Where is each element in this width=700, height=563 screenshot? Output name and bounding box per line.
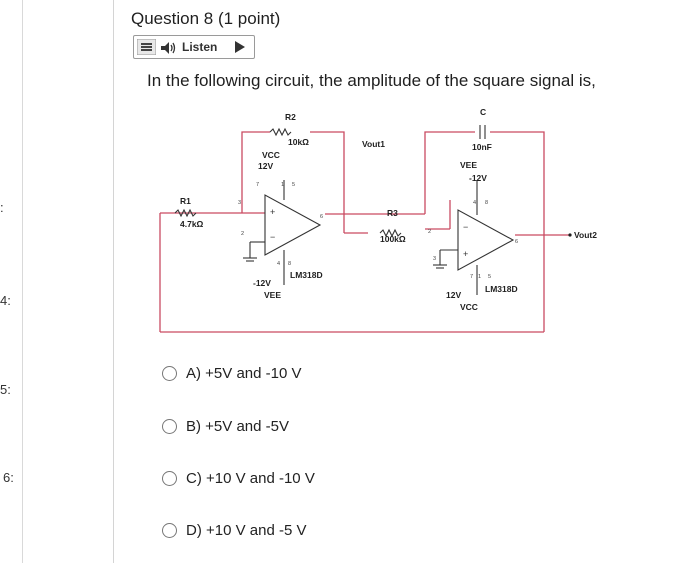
question-number[interactable]: : [0,200,4,215]
option-label[interactable]: A) +5V and -10 V [186,365,302,382]
capacitor-label: C [480,107,486,117]
opamp2-label: LM318D [485,284,518,294]
pin-label: 6 [320,214,323,220]
r3-value: 100kΩ [380,234,406,244]
listen-label: Listen [182,40,218,54]
output-terminal [568,233,572,237]
pin-label: 7 [470,274,473,280]
radio-button[interactable] [162,366,177,381]
vee1-value: -12V [253,278,271,288]
pin-label: 3 [433,256,436,262]
menu-icon[interactable] [137,39,156,55]
pin-label: 4 [473,200,476,206]
pin-label: 2 [428,229,431,235]
option-label[interactable]: C) +10 V and -10 V [186,470,315,487]
resistor-r3 [379,228,402,238]
question-number[interactable]: 4: [0,293,11,308]
pin-label: 1 [281,182,284,188]
svg-text:+: + [463,249,468,259]
vcc2-value: 12V [446,290,461,300]
vee2-label: VEE [460,160,477,170]
pin-label: 7 [256,182,259,188]
option-label[interactable]: B) +5V and -5V [186,418,289,435]
r2-label: R2 [285,112,296,122]
vcc1-value: 12V [258,161,273,171]
capacitor-value: 10nF [472,142,492,152]
pin-label: 8 [485,200,488,206]
resistor-r2 [269,127,292,137]
vcc1-label: VCC [262,150,280,160]
question-card [113,0,700,563]
listen-button[interactable]: Listen [133,35,255,59]
vee1-label: VEE [264,290,281,300]
pin-label: 5 [292,182,295,188]
r1-label: R1 [180,196,191,206]
vout1-label: Vout1 [362,139,385,149]
option-label[interactable]: D) +10 V and -5 V [186,522,307,539]
r3-label: R3 [387,208,398,218]
svg-text:−: − [270,232,275,242]
r2-value: 10kΩ [288,137,309,147]
question-text: In the following circuit, the amplitude … [147,71,596,90]
divider [22,0,23,563]
question-number[interactable]: 5: [0,382,11,397]
pin-label: 6 [515,239,518,245]
question-number[interactable]: 6: [3,470,14,485]
pin-label: 3 [238,200,241,206]
resistor-r1 [174,208,197,218]
pin-label: 4 [277,261,280,267]
question-title: Question 8 (1 point) [131,9,281,28]
circuit-diagram: R2 10kΩ VCC 12V R1 4.7kΩ Vout1 R3 100kΩ … [159,107,597,333]
opamp2-shape [457,209,515,271]
vout2-label: Vout2 [574,230,597,240]
speaker-icon [161,42,176,54]
play-icon[interactable] [234,41,246,53]
pin-label: 2 [241,231,244,237]
radio-button[interactable] [162,419,177,434]
vee2-value: -12V [469,173,487,183]
svg-text:−: − [463,222,468,232]
opamp1-label: LM318D [290,270,323,280]
question-nav-strip: : 4: 5: 6: [0,0,22,563]
pin-label: 1 [478,274,481,280]
r1-value: 4.7kΩ [180,219,204,229]
opamp1-shape [264,194,322,256]
pin-label: 5 [488,274,491,280]
vcc2-label: VCC [460,302,478,312]
pin-label: 8 [288,261,291,267]
radio-button[interactable] [162,523,177,538]
radio-button[interactable] [162,471,177,486]
svg-text:+: + [270,207,275,217]
